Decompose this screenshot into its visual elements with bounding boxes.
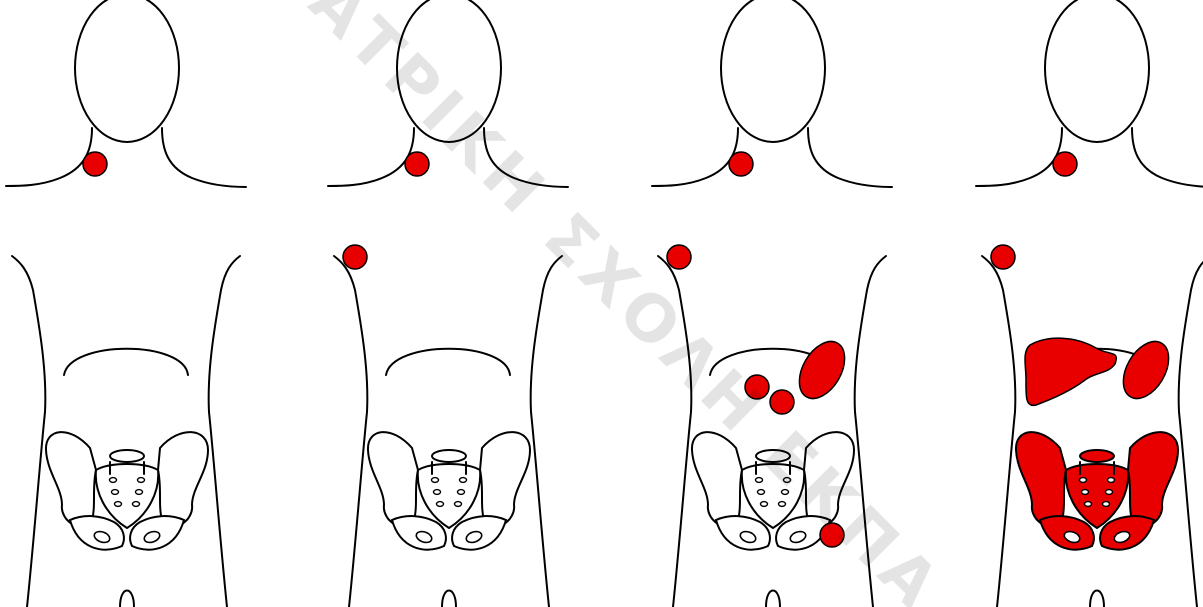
axillary-node-lesion: [343, 245, 367, 269]
torso-right: [1179, 256, 1203, 607]
sacral-foramen: [455, 502, 462, 507]
right-iliac-wing: [804, 432, 854, 526]
sacral-foramen: [136, 490, 143, 495]
rib-line: [386, 349, 510, 375]
right-shoulder: [162, 128, 246, 187]
figure-stage-1: [6, 0, 246, 607]
left-iliac-wing: [1016, 432, 1066, 526]
sacral-foramen: [437, 502, 444, 507]
neck-node-lesion: [83, 152, 107, 176]
sacral-foramen: [1106, 490, 1113, 495]
sacral-foramen: [1085, 502, 1092, 507]
sacral-foramen: [1082, 490, 1089, 495]
pelvis-bone: [368, 432, 530, 550]
vertebra: [432, 450, 466, 462]
sacral-foramen: [133, 502, 140, 507]
head-outline: [397, 0, 501, 142]
sacral-foramen: [784, 478, 791, 483]
right-shoulder: [808, 128, 892, 187]
sacral-foramen: [758, 490, 765, 495]
left-iliac-wing: [692, 432, 742, 526]
groin: [1090, 591, 1104, 607]
right-shoulder: [484, 128, 568, 187]
abdominal-node-lesion: [770, 390, 794, 414]
abdominal-node-lesion: [745, 375, 769, 399]
torso-left: [334, 256, 367, 607]
axillary-node-lesion: [991, 245, 1015, 269]
vertebra: [1080, 450, 1114, 462]
sacral-foramen: [782, 490, 789, 495]
rib-line: [64, 349, 188, 375]
right-iliac-wing: [1128, 432, 1178, 526]
sacral-foramen: [112, 490, 119, 495]
torso-right: [531, 256, 562, 607]
sacral-foramen: [434, 490, 441, 495]
axillary-node-lesion: [667, 245, 691, 269]
neck-node-lesion: [1053, 152, 1077, 176]
sacral-foramen: [460, 478, 467, 483]
right-iliac-wing: [158, 432, 208, 526]
torso-left: [658, 256, 691, 607]
sacral-foramen: [432, 478, 439, 483]
groin: [442, 591, 456, 607]
torso-left: [12, 256, 45, 607]
spleen-lesion: [1114, 334, 1178, 407]
torso-right: [855, 256, 886, 607]
neck-node-lesion: [405, 152, 429, 176]
vertebra: [110, 450, 144, 462]
left-iliac-wing: [46, 432, 96, 526]
sacral-foramen: [1108, 478, 1115, 483]
sacral-foramen: [756, 478, 763, 483]
pelvis-bone: [46, 432, 208, 550]
sacral-foramen: [110, 478, 117, 483]
sacral-foramen: [115, 502, 122, 507]
groin: [766, 591, 780, 607]
right-shoulder: [1132, 128, 1203, 187]
right-iliac-wing: [480, 432, 530, 526]
sacral-foramen: [1103, 502, 1110, 507]
sacral-foramen: [761, 502, 768, 507]
left-shoulder: [652, 128, 738, 186]
sacral-foramen: [138, 478, 145, 483]
figure-stage-3: [652, 0, 892, 607]
left-iliac-wing: [368, 432, 418, 526]
head-outline: [721, 0, 825, 142]
pelvis-bone: [1016, 432, 1178, 550]
left-shoulder: [328, 128, 414, 186]
torso-right: [209, 256, 240, 607]
figure-stage-4: [976, 0, 1203, 607]
spleen-lesion: [790, 334, 854, 407]
head-outline: [75, 0, 179, 142]
sacral-foramen: [779, 502, 786, 507]
vertebra: [756, 450, 790, 462]
figure-stage-2: [328, 0, 568, 607]
sacral-foramen: [458, 490, 465, 495]
neck-node-lesion: [729, 152, 753, 176]
groin: [120, 591, 134, 607]
left-shoulder: [976, 128, 1062, 186]
torso-left: [982, 256, 1015, 607]
sacral-foramen: [1080, 478, 1087, 483]
left-shoulder: [6, 128, 92, 186]
head-outline: [1045, 0, 1149, 142]
inguinal-node-lesion: [820, 523, 844, 547]
